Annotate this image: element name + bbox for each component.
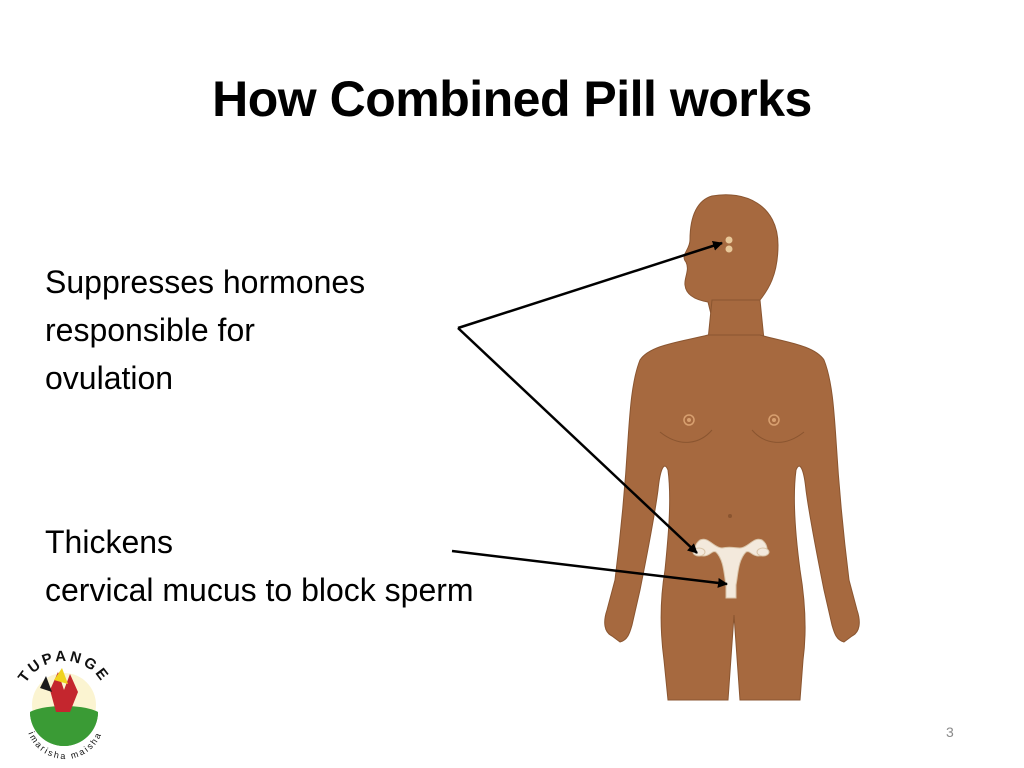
- bullet-line: cervical mucus to block sperm: [45, 572, 474, 608]
- arrow-to-brain: [457, 240, 723, 330]
- bullet-line: ovulation: [45, 360, 174, 396]
- bullet-thickens-mucus: Thickens cervical mucus to block sperm: [45, 518, 474, 614]
- page-number: 3: [946, 724, 954, 740]
- bullet-line: responsible for: [45, 312, 255, 348]
- arrow-to-cervix: [451, 549, 728, 588]
- bullet-line: Suppresses hormones: [45, 264, 366, 300]
- arrow-to-ovaries: [457, 327, 698, 554]
- bullet-line: Thickens: [45, 524, 174, 560]
- slide-title: How Combined Pill works: [212, 71, 812, 127]
- bullet-suppresses-hormones: Suppresses hormones responsible for ovul…: [45, 258, 365, 402]
